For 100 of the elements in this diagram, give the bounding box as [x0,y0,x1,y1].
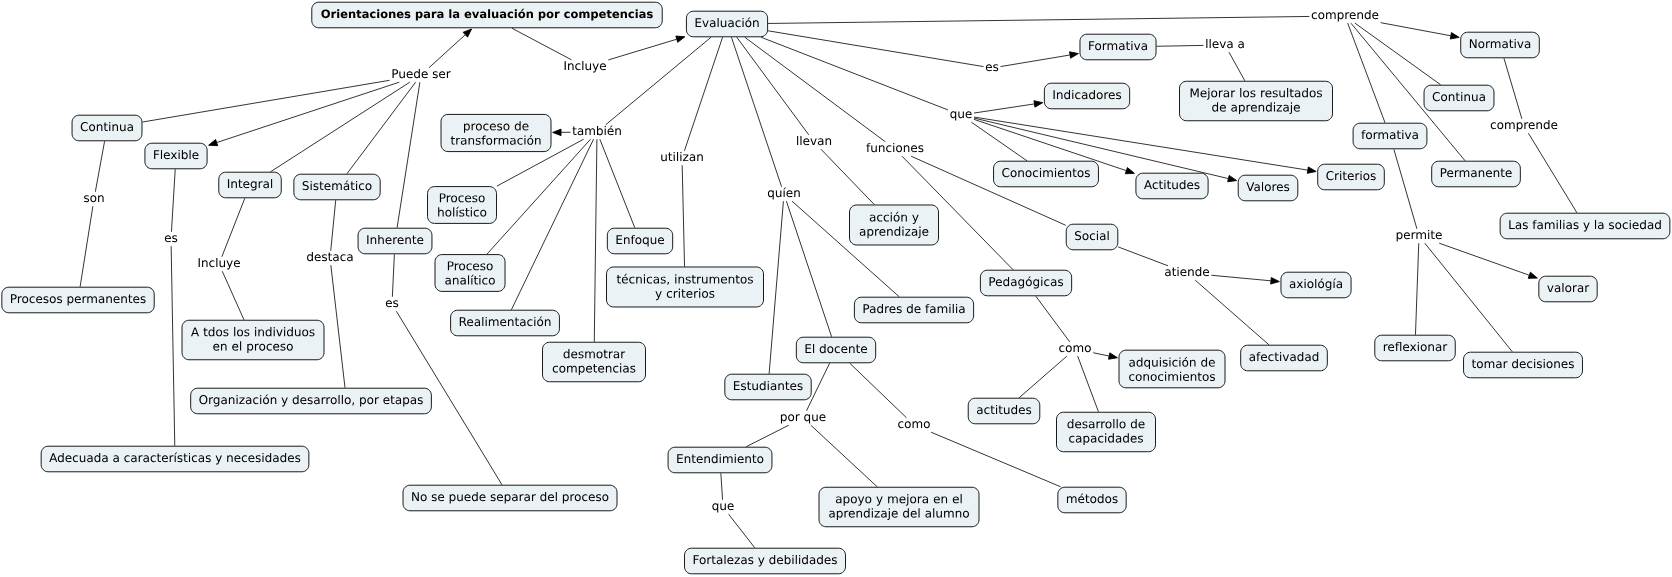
connector-line [736,36,810,136]
linking-phrase: utilizan [658,151,706,165]
linking-phrase: Incluye [561,60,609,74]
concept-box: Procesos permanentes [1,286,155,314]
concept-box: apoyo y mejora en el aprendizaje del alumno [818,486,980,528]
concept-box: Flexible [144,142,208,170]
concept-box: Adecuada a características y necesidades [40,445,310,473]
connector-line [391,253,395,298]
concept-box: desmotrar competencias [542,341,646,383]
arrow [973,118,1135,175]
arrow [428,28,472,69]
concept-box: Actitudes [1135,172,1209,200]
connector-line [171,168,176,233]
connector-line [511,138,594,311]
connector-line [1035,295,1071,343]
connector-line [1350,22,1466,162]
concept-box: tomar decisiones [1463,351,1583,379]
connector-line [720,472,723,501]
linking-phrase: lleva a [1203,38,1247,52]
connector-line [221,197,246,258]
connector-line [486,138,591,255]
concept-box: adquisición de conocimientos [1118,349,1226,389]
concept-box: valorar [1538,275,1598,303]
concept-box: No se puede separar del proceso [402,484,618,512]
arrow [1211,274,1280,285]
concept-box: Normativa [1460,31,1540,59]
connector-line [142,79,390,123]
linking-phrase: atiende [1162,266,1212,280]
concept-box: axiológía [1280,271,1352,299]
linking-phrase: también [570,125,624,139]
concept-box: proceso de transformación [440,113,552,153]
concept-box: A tdos los individuos en el proceso [181,319,325,361]
connector-line [170,245,176,447]
concept-box: afectivadad [1240,344,1328,372]
connector-line [593,138,598,343]
linking-phrase: quíen [765,187,803,201]
linking-phrase: son [81,192,107,206]
connector-line [820,148,875,205]
connector-line [511,27,572,61]
linking-phrase: es [383,297,401,311]
connector-line [270,81,411,173]
concept-box: técnicas, instrumentos y criterios [606,266,764,308]
title-box: Orientaciones para la evaluación por competencias [311,1,663,29]
linking-phrase: que [710,500,736,514]
connector-line [728,513,756,549]
connector-line [767,16,1310,24]
connector-line [760,36,949,111]
concept-box: reflexionar [1374,334,1456,362]
arrow [973,116,1317,174]
arrow [973,100,1044,114]
linking-phrase: permite [1394,229,1444,243]
arrow [973,117,1238,183]
connector-line [1424,242,1513,353]
connector-line [731,36,782,188]
connector-line [684,36,723,152]
concept-box: Padres de familia [853,296,975,324]
linking-phrase: funciones [864,142,926,156]
arrow [208,81,400,147]
arrow [552,128,571,137]
concept-box: Las familias y la sociedad [1499,212,1671,240]
concept-box: actitudes [967,397,1041,425]
connector-line [1077,355,1099,413]
concept-box: Proceso analítico [434,254,506,292]
connector-line [79,205,94,288]
linking-phrase: comprende [1488,119,1560,133]
connector-line [806,362,830,412]
connector-line [767,30,984,67]
connector-line [744,36,886,143]
linking-phrase: como [1057,342,1093,356]
connector-line [346,81,416,175]
concept-box: Pedagógicas [979,269,1073,297]
linking-phrase: destaca [304,251,356,265]
concept-box: acción y aprendizaje [849,204,939,246]
linking-phrase: es [983,61,1001,75]
concept-box: Integral [218,171,282,199]
connector-line [94,140,105,193]
arrow [1438,242,1538,279]
connector-line [221,270,245,321]
concept-box: Realimentación [450,309,560,337]
concept-box: Estudiantes [724,373,812,401]
concept-box: Inherente [357,227,433,255]
connector-line [768,200,784,375]
concept-box: Valores [1237,174,1299,202]
connector-line [1393,148,1418,230]
connector-line [810,424,878,488]
concept-box: Criterios [1317,163,1385,191]
concept-box: Social [1065,223,1119,251]
concept-box: métodos [1057,486,1127,514]
linking-phrase: Incluye [195,257,243,271]
concept-box: Fortalezas y debilidades [684,547,846,575]
concept-box: Formativa [1079,33,1157,61]
concept-box: Evaluación [685,10,769,38]
arrow [607,35,686,61]
arrow [1000,51,1079,67]
linking-phrase: Puede ser [389,68,453,82]
connector-line [396,310,503,486]
connector-line [1347,22,1386,124]
concept-box: El docente [795,336,877,364]
connector-line [1354,22,1441,86]
connector-line [1117,246,1169,267]
